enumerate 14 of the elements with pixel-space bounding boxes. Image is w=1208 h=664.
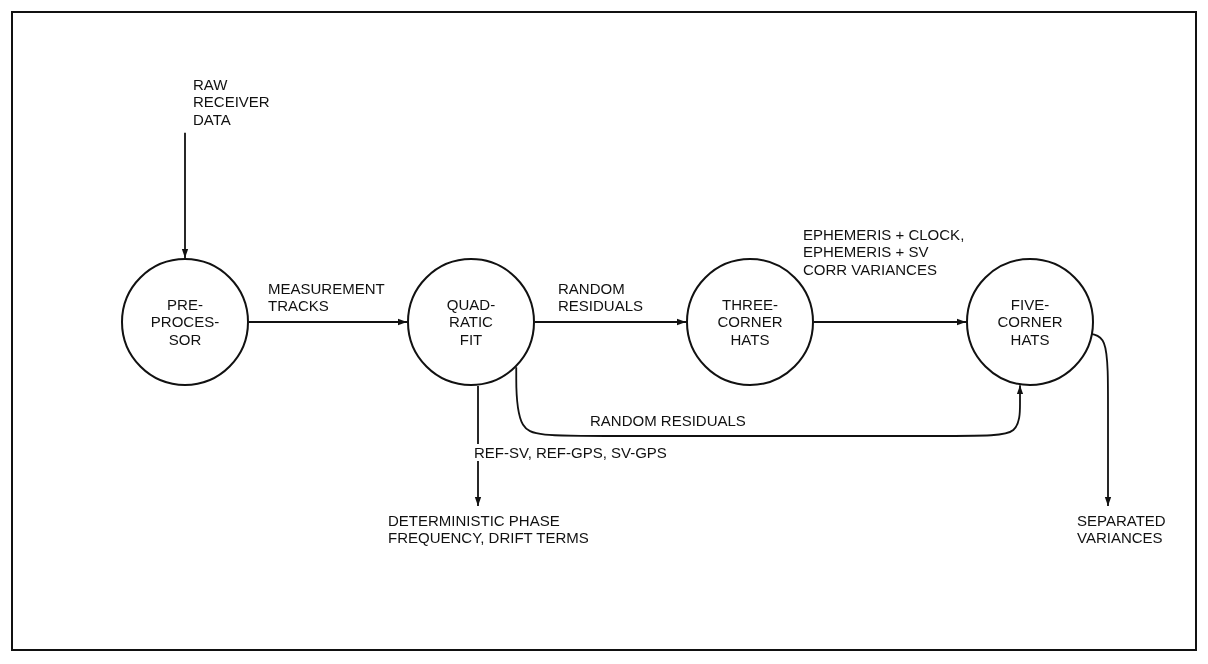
arrow xyxy=(515,366,1024,437)
arrow xyxy=(248,318,408,326)
process-label: THREE- CORNER HATS xyxy=(717,296,783,348)
pair-list-text: REF-SV, REF-GPS, SV-GPS xyxy=(474,444,667,462)
arrow xyxy=(813,318,967,326)
arrow xyxy=(1091,333,1112,507)
arrow xyxy=(534,318,687,326)
flow-text: RAW RECEIVER DATA xyxy=(193,76,270,128)
process-label: QUAD- RATIC FIT xyxy=(446,296,496,348)
flow-text: DETERMINISTIC PHASE FREQUENCY, DRIFT TERMS xyxy=(388,512,590,547)
process-label: PRE- PROCES- SOR xyxy=(150,296,220,348)
arrow xyxy=(181,131,189,259)
flow-text: SEPARATED VARIANCES xyxy=(1077,512,1166,547)
process-label: FIVE- CORNER HATS xyxy=(997,296,1063,348)
